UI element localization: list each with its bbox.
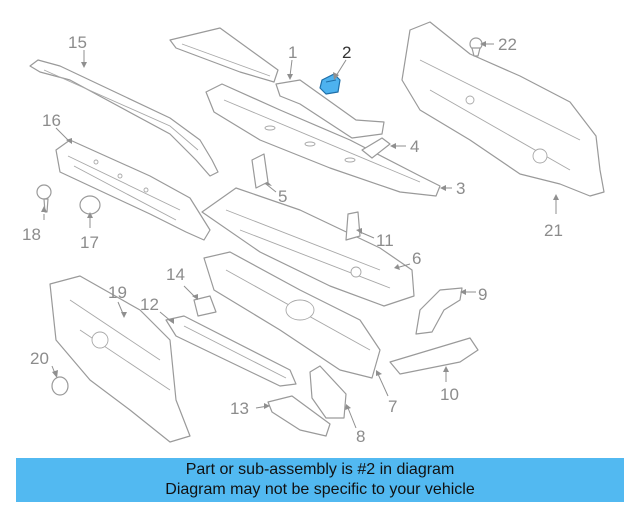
part-16-panel[interactable] xyxy=(55,139,211,241)
callout-2: 2 xyxy=(342,43,351,62)
part-18-screw[interactable] xyxy=(36,184,52,213)
callout-4: 4 xyxy=(410,137,419,156)
part-4-clip[interactable] xyxy=(361,137,391,159)
part-7-lower-dash[interactable] xyxy=(203,251,381,379)
banner-line-disclaimer: Diagram may not be specific to your vehi… xyxy=(165,481,475,498)
part-6-dash-panel[interactable] xyxy=(201,187,415,307)
part-17-grommet[interactable] xyxy=(79,195,101,215)
part-8-panel[interactable] xyxy=(309,365,347,419)
part-1-upper-cowl[interactable] xyxy=(169,27,279,83)
part-20-grommet[interactable] xyxy=(51,376,69,396)
part-13-bracket[interactable] xyxy=(267,395,331,437)
callout-22: 22 xyxy=(498,35,517,54)
callout-12: 12 xyxy=(140,295,159,314)
part-11-bracket[interactable] xyxy=(345,211,361,241)
part-15-cowl-strip[interactable] xyxy=(29,59,219,177)
banner-line-part: Part or sub-assembly is #2 in diagram xyxy=(185,461,455,478)
leader-lines xyxy=(41,41,559,429)
callout-6: 6 xyxy=(412,249,421,268)
callout-3: 3 xyxy=(456,179,465,198)
callout-16: 16 xyxy=(42,111,61,130)
callout-9: 9 xyxy=(478,285,487,304)
callout-7: 7 xyxy=(388,397,397,416)
part-14-clip[interactable] xyxy=(193,295,217,317)
callout-10: 10 xyxy=(440,385,459,404)
callout-21: 21 xyxy=(544,221,563,240)
part-5-bracket[interactable] xyxy=(251,153,269,189)
callout-13: 13 xyxy=(230,399,249,418)
part-21-firewall[interactable] xyxy=(401,21,605,197)
part-19-insulation[interactable] xyxy=(49,275,191,443)
part-10-bracket[interactable] xyxy=(389,337,479,375)
part-9-bracket[interactable] xyxy=(415,287,463,335)
parts-diagram: 1 2 3 4 5 6 7 8 9 10 11 12 13 14 15 16 1… xyxy=(22,21,605,446)
callout-11: 11 xyxy=(376,231,394,250)
callout-17: 17 xyxy=(80,233,99,252)
callout-15: 15 xyxy=(68,33,87,52)
callout-20: 20 xyxy=(30,349,49,368)
callout-5: 5 xyxy=(278,187,287,206)
part-1-extension[interactable] xyxy=(275,79,385,139)
callout-18: 18 xyxy=(22,225,41,244)
callout-1: 1 xyxy=(288,43,297,62)
info-banner: Part or sub-assembly is #2 in diagram Di… xyxy=(16,458,624,502)
part-3-cowl-panel[interactable] xyxy=(205,83,441,197)
callout-19: 19 xyxy=(108,283,127,302)
part-22-bolt[interactable] xyxy=(469,37,483,57)
callout-8: 8 xyxy=(356,427,365,446)
part-12-reinforcement[interactable] xyxy=(165,315,297,387)
callout-14: 14 xyxy=(166,265,185,284)
